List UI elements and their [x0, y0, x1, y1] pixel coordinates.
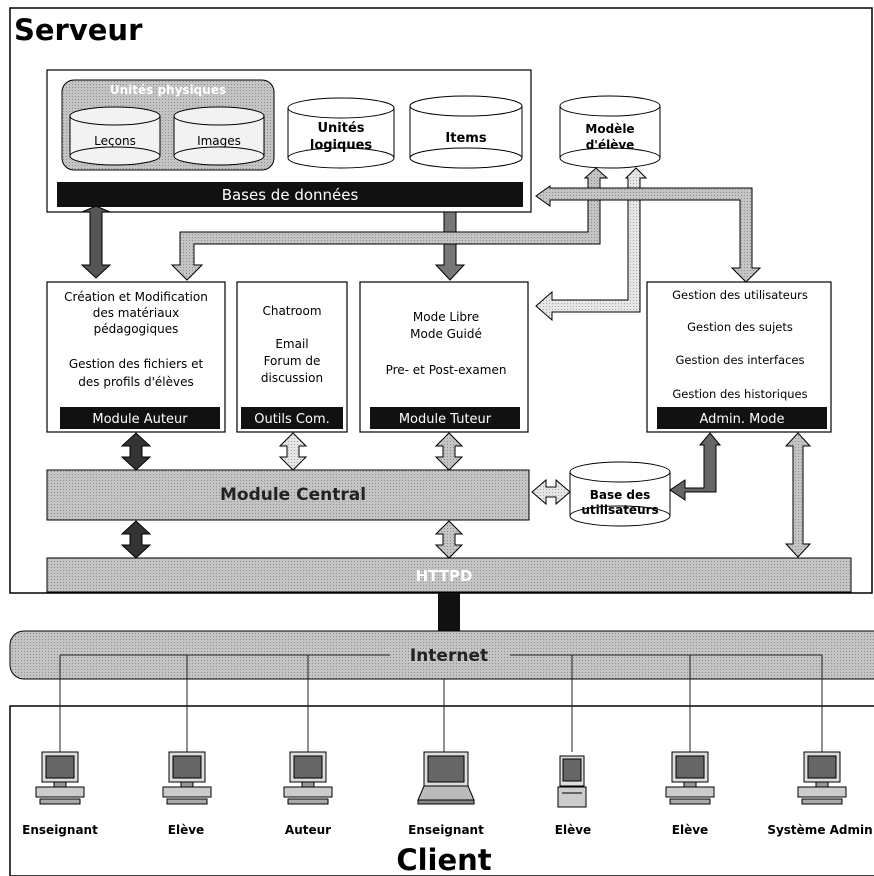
desktop-computer-icon	[35, 751, 85, 805]
arrow-tuteur-central	[434, 432, 464, 471]
desktop-computer-icon	[162, 751, 212, 805]
auteur-line-5: des profils d'élèves	[78, 375, 193, 389]
unites-logiques-label-1: Unités	[317, 121, 364, 136]
outils-line-2: Email	[275, 337, 308, 351]
arrow-modele-tuteur	[535, 167, 648, 322]
module-central	[46, 469, 530, 521]
arrow-admin-base	[669, 432, 722, 501]
unites-logiques-label-2: logiques	[310, 138, 373, 153]
admin-line-2: Gestion des sujets	[687, 320, 793, 334]
client-drop-lines	[59, 655, 823, 752]
module-central-label: Module Central	[220, 485, 366, 505]
internet-bar	[9, 630, 874, 680]
auteur-line-2: des matériaux	[93, 306, 180, 320]
tuteur-line-1: Mode Libre	[413, 310, 479, 324]
internet-label: Internet	[410, 646, 488, 666]
arrow-outils-central	[278, 432, 308, 471]
databases-bar-label: Bases de données	[222, 186, 359, 204]
desktop-computer-icon	[283, 751, 333, 805]
client-frame	[9, 705, 874, 876]
cylinder-items: Items	[409, 95, 523, 169]
images-label: Images	[197, 134, 241, 148]
server-title: Serveur	[14, 13, 143, 47]
arrow-central-httpd-mid	[434, 520, 464, 559]
arrow-central-base	[531, 478, 571, 506]
admin-line-3: Gestion des interfaces	[676, 353, 805, 367]
client-label-6: Elève	[672, 823, 708, 837]
arrow-admin-httpd	[784, 432, 812, 558]
tower-computer-icon	[557, 755, 587, 808]
cylinder-lecons: Leçons	[69, 106, 161, 166]
module-auteur-bar	[60, 407, 220, 429]
cylinder-images: Images	[173, 106, 265, 166]
arrows-modules-central	[120, 432, 812, 558]
computers	[35, 751, 847, 808]
tuteur-line-3: Pre- et Post-examen	[386, 363, 507, 377]
auteur-line-1: Création et Modification	[64, 290, 208, 304]
module-tuteur-label: Module Tuteur	[399, 412, 492, 427]
modele-label-1: Modèle	[585, 122, 634, 136]
outils-line-3: Forum de	[264, 354, 321, 368]
httpd-bar	[46, 557, 852, 593]
base-utilisateurs-label-2: utilisateurs	[581, 503, 658, 517]
auteur-line-4: Gestion des fichiers et	[69, 357, 204, 371]
arrow-auteur-central	[120, 432, 152, 471]
client-label-1: Enseignant	[22, 823, 98, 837]
client-title: Client	[396, 843, 491, 876]
lecons-label: Leçons	[94, 134, 136, 148]
desktop-computer-icon	[797, 751, 847, 805]
arrow-modele-auteur	[170, 167, 609, 281]
databases-bar	[57, 182, 523, 207]
auteur-line-3: pédagogiques	[94, 322, 179, 336]
module-auteur-label: Module Auteur	[92, 412, 188, 427]
client-label-7: Système Admin	[767, 823, 872, 837]
admin-line-1: Gestion des utilisateurs	[672, 288, 808, 302]
arrows-server	[80, 167, 762, 322]
client-label-4: Enseignant	[408, 823, 484, 837]
tuteur-line-2: Mode Guidé	[410, 327, 482, 341]
cylinder-unites-logiques: Unités logiques	[287, 97, 395, 169]
client-label-2: Elève	[168, 823, 204, 837]
desktop-computer-icon	[665, 751, 715, 805]
client-label-3: Auteur	[285, 823, 331, 837]
physical-units-label: Unités physiques	[110, 83, 226, 97]
admin-mode-label: Admin. Mode	[699, 412, 784, 427]
client-label-5: Elève	[555, 823, 591, 837]
arrow-central-httpd-left	[120, 520, 152, 559]
cylinder-base-utilisateurs: Base des utilisateurs	[569, 461, 671, 527]
httpd-internet-connector	[438, 593, 460, 631]
laptop-computer-icon	[417, 751, 475, 805]
outils-com-label: Outils Com.	[254, 412, 330, 427]
items-label: Items	[445, 131, 486, 146]
client-labels: Enseignant Elève Auteur Enseignant Elève…	[22, 823, 873, 837]
arrow-db-tuteur	[434, 211, 466, 281]
modele-label-2: d'élève	[586, 138, 635, 152]
admin-line-4: Gestion des historiques	[672, 387, 807, 401]
arrow-db-auteur	[80, 205, 112, 279]
httpd-label: HTTPD	[416, 567, 473, 585]
base-utilisateurs-label-1: Base des	[590, 488, 651, 502]
outils-line-4: discussion	[261, 371, 323, 385]
outils-com-bar	[241, 407, 343, 429]
admin-mode-bar	[657, 407, 827, 429]
arrow-db-admin	[535, 185, 762, 283]
outils-line-1: Chatroom	[262, 304, 321, 318]
cylinder-modele-eleve: Modèle d'élève	[559, 95, 661, 169]
module-tuteur-bar	[370, 407, 520, 429]
